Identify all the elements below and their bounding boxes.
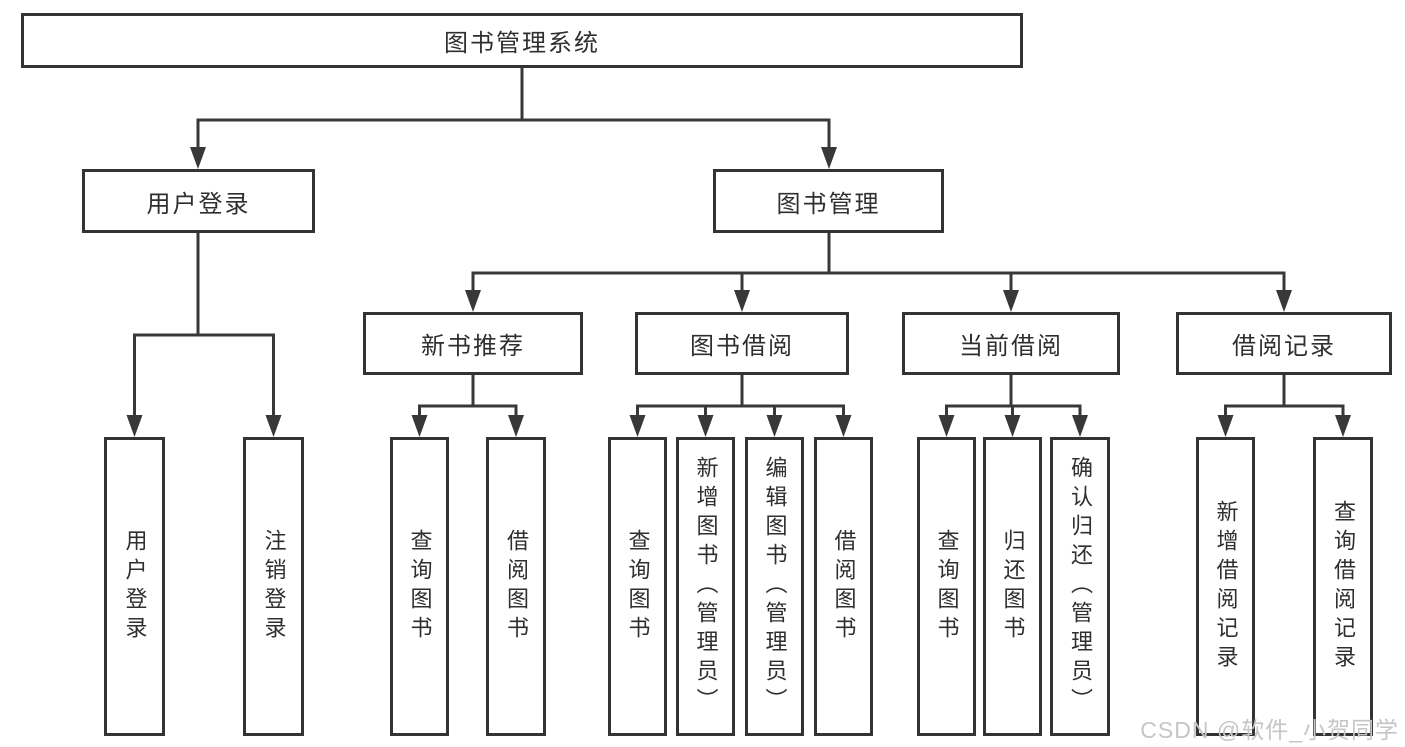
leaf-edit-books-admin: 编辑图书（管理员） (745, 437, 804, 736)
arrowhead (1003, 290, 1019, 312)
node-library-management-system: 图书管理系统 (21, 13, 1023, 68)
node-user-login: 用户登录 (82, 169, 315, 233)
leaf-borrow-books-recommend: 借阅图书 (486, 437, 546, 736)
arrowhead (1217, 415, 1234, 437)
node-new-book-recommendation: 新书推荐 (363, 312, 583, 375)
arrowhead (938, 415, 955, 437)
connector-bookmgmt-to-level2 (471, 233, 1286, 295)
leaf-user-login: 用户登录 (104, 437, 165, 736)
leaf-add-borrow-record: 新增借阅记录 (1196, 437, 1255, 736)
leaf-query-books-recommend: 查询图书 (390, 437, 449, 736)
arrowhead (734, 290, 750, 312)
arrowhead (766, 415, 783, 437)
leaf-query-borrow-record: 查询借阅记录 (1313, 437, 1373, 736)
node-borrowing-records: 借阅记录 (1176, 312, 1392, 375)
arrowhead (1335, 415, 1351, 437)
arrowhead (265, 415, 282, 437)
arrowhead (508, 415, 524, 437)
leaf-query-books-borrowing: 查询图书 (608, 437, 667, 736)
leaf-borrow-books: 借阅图书 (814, 437, 873, 736)
connector-userlogin-to-leaves (133, 233, 275, 420)
arrowhead (835, 415, 852, 437)
csdn-watermark: CSDN @软件_小贺同学 (1140, 717, 1399, 743)
connector-current-to-leaves (945, 375, 1082, 420)
arrowhead (465, 290, 481, 312)
node-book-management: 图书管理 (713, 169, 944, 233)
leaf-logout: 注销登录 (243, 437, 304, 736)
arrowhead (1276, 290, 1292, 312)
arrowhead (411, 415, 428, 437)
leaf-add-books-admin: 新增图书（管理员） (676, 437, 735, 736)
arrowhead (1004, 415, 1021, 437)
connector-records-to-leaves (1224, 375, 1345, 420)
leaf-return-books: 归还图书 (983, 437, 1042, 736)
arrowhead (629, 415, 646, 437)
node-book-borrowing: 图书借阅 (635, 312, 849, 375)
leaf-confirm-return-admin: 确认归还（管理员） (1050, 437, 1110, 736)
node-current-borrowing: 当前借阅 (902, 312, 1120, 375)
connector-root-to-level1 (196, 68, 831, 152)
arrowhead (821, 147, 837, 169)
arrowhead (697, 415, 714, 437)
leaf-query-books-current: 查询图书 (917, 437, 976, 736)
arrowheads (126, 147, 1351, 437)
arrowhead (1072, 415, 1088, 437)
arrowhead (190, 147, 206, 169)
arrowhead (126, 415, 143, 437)
connector-borrowing-to-leaves (636, 375, 845, 420)
connector-newbook-to-leaves (418, 375, 518, 420)
